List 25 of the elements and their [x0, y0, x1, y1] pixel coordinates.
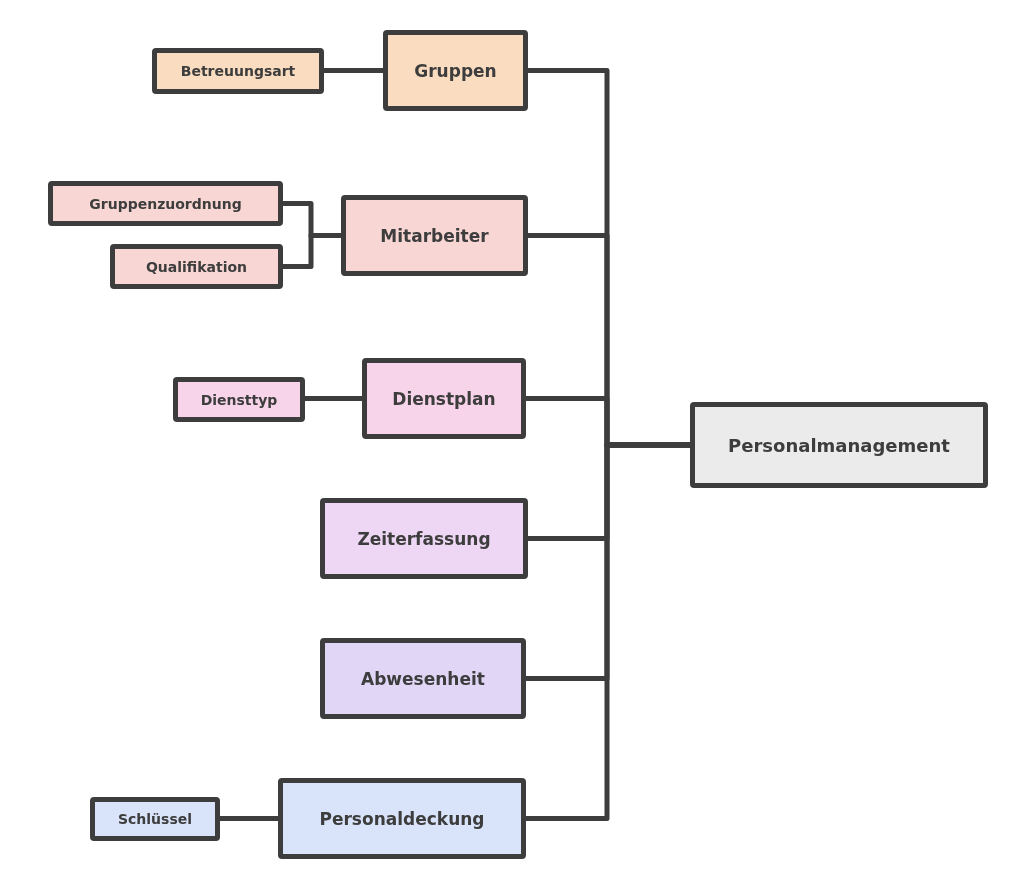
node-label: Gruppen	[414, 60, 497, 81]
node-box	[320, 638, 526, 719]
node-label: Qualifikation	[145, 258, 248, 275]
node-label: Abwesenheit	[361, 668, 485, 689]
node-box	[320, 498, 528, 579]
node-box	[383, 30, 528, 111]
node-label: Personalmanagement	[728, 434, 950, 456]
node-box	[110, 244, 283, 289]
node-box	[152, 48, 324, 94]
connector-line	[280, 233, 344, 269]
node-label: Diensttyp	[200, 391, 278, 408]
node-label: Dienstplan	[392, 388, 496, 409]
node-label: Personaldeckung	[319, 808, 485, 829]
node-box	[173, 377, 305, 422]
node-label: Mitarbeiter	[380, 225, 489, 246]
node-box	[690, 402, 988, 488]
node-label: Zeiterfassung	[357, 528, 491, 549]
node-box	[362, 358, 526, 439]
node-label: Gruppenzuordnung	[89, 195, 242, 212]
node-box	[48, 181, 283, 226]
node-label: Betreuungsart	[180, 63, 296, 79]
node-box	[341, 195, 528, 276]
node-box	[278, 778, 526, 859]
node-label: Schlüssel	[117, 811, 193, 827]
node-box	[90, 797, 220, 841]
